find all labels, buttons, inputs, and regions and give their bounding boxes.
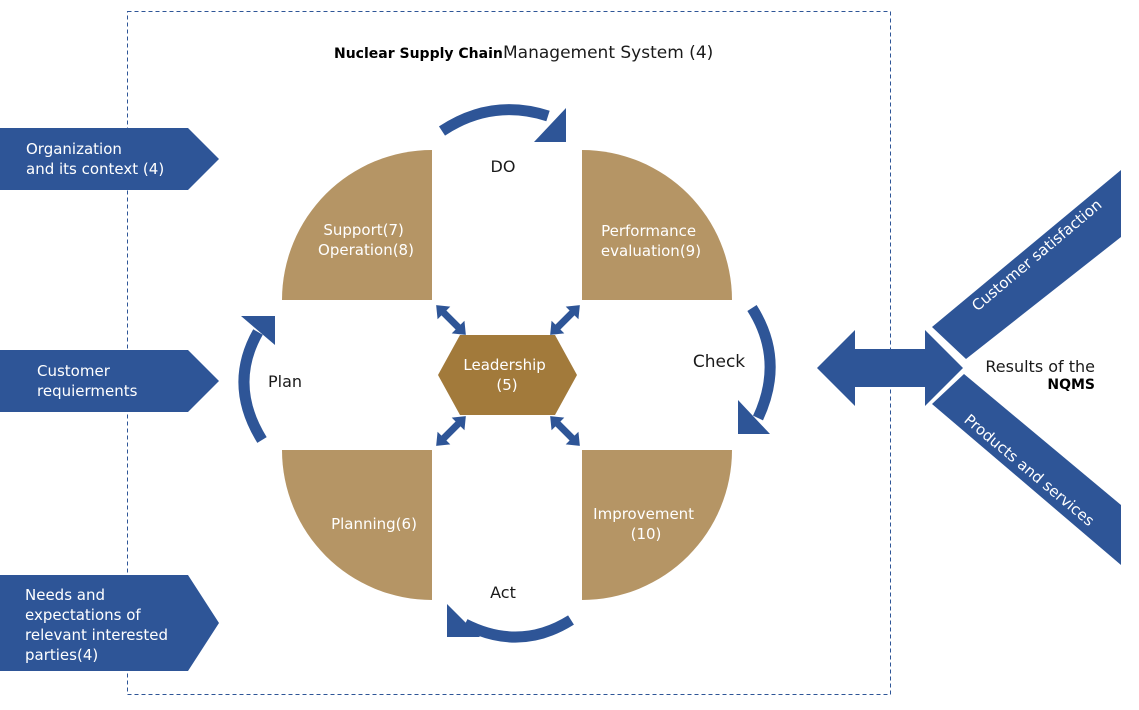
leadership-hexagon	[438, 335, 577, 415]
performance-evaluation-text: Performance evaluation(9)	[601, 222, 701, 260]
planning-text: Planning(6)	[331, 515, 417, 533]
improvement-label: Improvement	[593, 505, 694, 523]
input-parties-line4: parties(4)	[25, 646, 98, 664]
plan-label: Plan	[268, 372, 302, 391]
quadrant-planning	[282, 450, 432, 600]
support-label: Support(7)	[323, 221, 404, 239]
plan-curved-arrow-icon	[238, 329, 267, 443]
performance-label: Performance	[601, 222, 696, 240]
leadership-text: Leadership (5)	[463, 356, 550, 394]
title-part2: Management System (4)	[503, 43, 713, 63]
pdca-cycle-arrows	[238, 104, 776, 643]
plan-arrowhead-icon	[241, 316, 275, 345]
check-label: Check	[693, 352, 745, 372]
quadrant-support-operation	[282, 150, 432, 300]
act-curved-arrow-icon	[462, 615, 574, 643]
results-line1: Results of the	[985, 357, 1095, 376]
output-band-products-services	[932, 374, 1121, 565]
do-curved-arrow-icon	[438, 104, 550, 136]
check-arrowhead-icon	[738, 400, 770, 434]
input-arrow-organization	[0, 128, 219, 190]
input-parties-line2: expectations of	[25, 606, 141, 624]
input-arrow-customer-requirements	[0, 350, 219, 412]
check-curved-arrow-icon	[747, 305, 776, 421]
quadrant-improvement	[582, 450, 732, 600]
input-organization-line1: Organization	[26, 140, 122, 158]
double-arrow-top-left-icon	[436, 305, 466, 335]
results-line2: NQMS	[1047, 377, 1095, 393]
quadrant-performance-evaluation	[582, 150, 732, 300]
improvement-text: Improvement (10)	[593, 505, 699, 543]
double-arrow-top-right-icon	[550, 305, 580, 335]
leadership-label: Leadership	[463, 356, 545, 374]
act-arrowhead-icon	[447, 604, 480, 637]
input-parties-line3: relevant interested	[25, 626, 168, 644]
input-parties-line1: Needs and	[25, 586, 105, 604]
input-customer-line2: requierments	[37, 382, 138, 400]
double-arrow-bottom-right-icon	[550, 416, 580, 446]
leadership-connector-arrows	[436, 305, 580, 446]
do-arrowhead-icon	[534, 108, 566, 142]
support-operation-text: Support(7) Operation(8)	[318, 221, 414, 259]
input-organization-text: Organization and its context (4)	[26, 140, 164, 178]
input-customer-line1: Customer	[37, 362, 111, 380]
double-arrow-bottom-left-icon	[436, 416, 466, 446]
evaluation-label: evaluation(9)	[601, 242, 701, 260]
act-label: Act	[490, 583, 516, 602]
output-band-customer-satisfaction	[932, 170, 1121, 359]
results-double-arrow-icon	[817, 330, 963, 406]
input-customer-text: Customer requierments	[37, 362, 138, 400]
planning-label: Planning(6)	[331, 515, 417, 533]
input-parties-text: Needs and expectations of relevant inter…	[25, 586, 173, 664]
leadership-number: (5)	[496, 376, 517, 394]
input-arrow-interested-parties	[0, 575, 219, 671]
title-part1: Nuclear Supply Chain	[334, 46, 503, 62]
input-organization-line2: and its context (4)	[26, 160, 164, 178]
do-label: DO	[491, 157, 516, 176]
improvement-number: (10)	[631, 525, 662, 543]
operation-label: Operation(8)	[318, 241, 414, 259]
